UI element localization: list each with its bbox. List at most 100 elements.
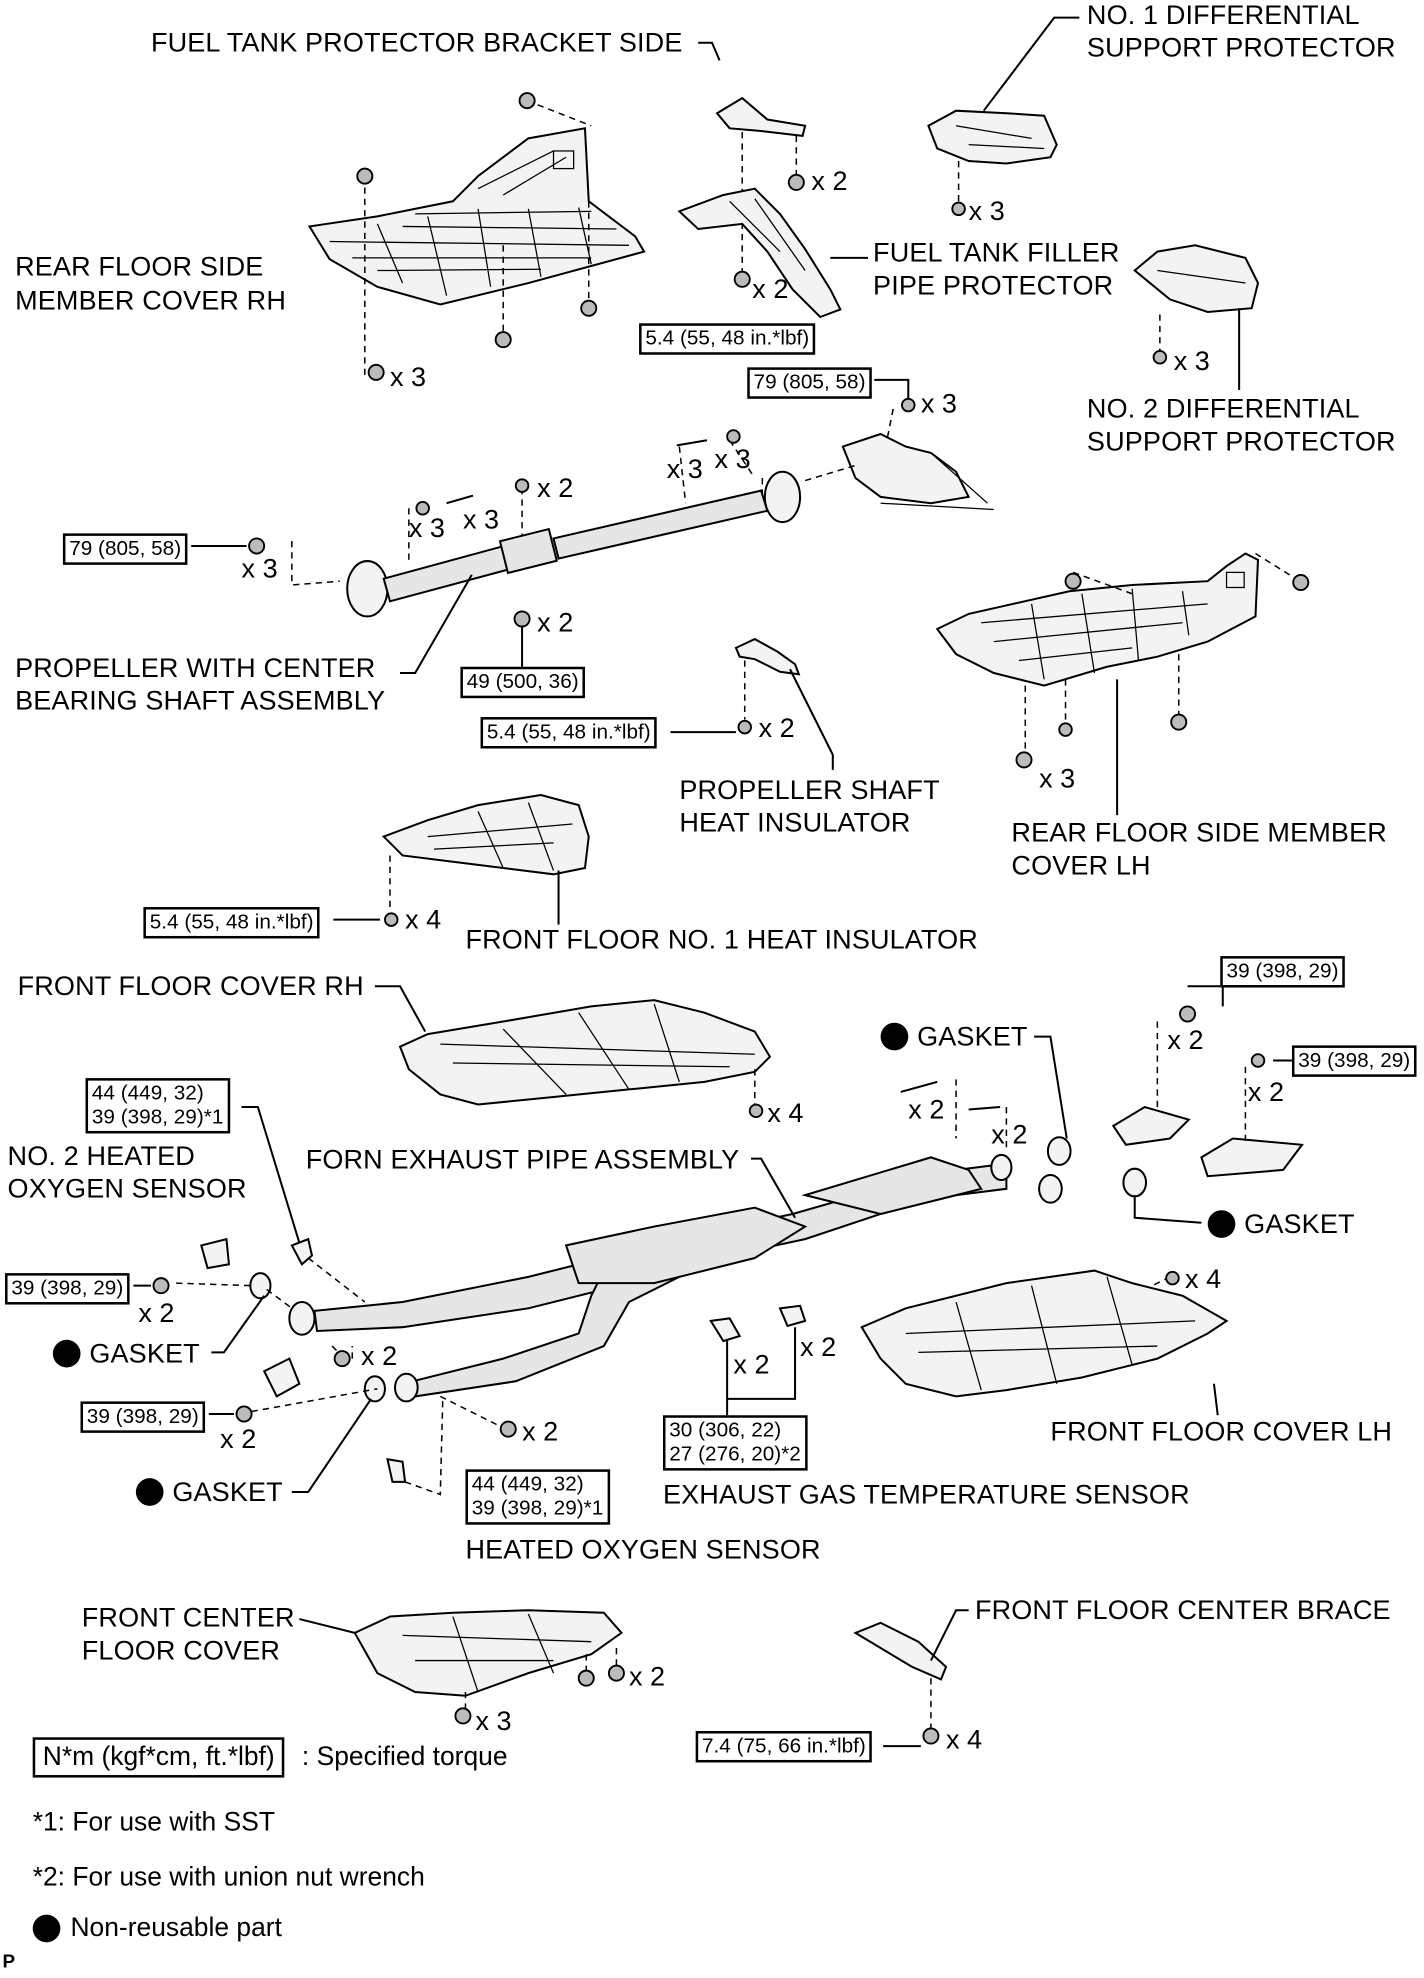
torque-left-flange-2: 39 (398, 29) — [80, 1401, 206, 1433]
torque-tailpipe-1: 39 (398, 29) — [1220, 956, 1345, 988]
legend-non-reusable: Non-reusable part — [70, 1913, 282, 1943]
label-propeller-shaft-assembly-l2: BEARING SHAFT ASSEMBLY — [15, 685, 386, 716]
rear-floor-side-member-cover-rh-part — [307, 127, 646, 306]
label-rear-floor-side-member-cover-lh-l2: COVER LH — [1011, 850, 1151, 881]
label-no2-heated-oxygen-sensor-l2: OXYGEN SENSOR — [7, 1173, 247, 1204]
label-fuel-tank-protector-bracket-side: FUEL TANK PROTECTOR BRACKET SIDE — [150, 27, 683, 58]
qty-diff-nuts: x 3 — [920, 388, 957, 419]
torque-propeller-front: 79 (805, 58) — [62, 533, 188, 565]
propeller-shaft-part — [346, 470, 802, 618]
non-reusable-mark-4 — [135, 1478, 164, 1506]
label-fuel-tank-filler-pipe-protector-l2: PIPE PROTECTOR — [873, 270, 1114, 301]
label-no1-diff-support-protector-l2: SUPPORT PROTECTOR — [1086, 32, 1396, 63]
qty-fflh-bolts: x 4 — [1185, 1264, 1222, 1295]
torque-tailpipe-2: 39 (398, 29) — [1291, 1045, 1417, 1077]
label-exhaust-gas-temperature-sensor: EXHAUST GAS TEMPERATURE SENSOR — [662, 1479, 1190, 1510]
torque-heated-oxygen-sensor-sst: 39 (398, 29)*1 — [471, 1497, 604, 1520]
qty-brace-bolts: x 4 — [946, 1724, 983, 1755]
label-gasket-1: GASKET — [917, 1021, 1028, 1052]
torque-exhaust-temp-sensor-std: 30 (306, 22) — [669, 1419, 782, 1442]
qty-exhaust-bolts-1: x 2 — [908, 1094, 945, 1125]
label-propeller-shaft-heat-insulator-l2: HEAT INSULATOR — [679, 807, 911, 838]
fuel-tank-filler-pipe-protector-part — [677, 187, 842, 319]
torque-center-brace: 7.4 (75, 66 in.*lbf) — [695, 1731, 873, 1763]
qty-center-cover-bolts-2: x 3 — [475, 1705, 512, 1737]
differential-housing-part — [841, 432, 994, 511]
qty-front-flange-nuts: x 3 — [241, 553, 278, 584]
label-gasket-4: GASKET — [172, 1476, 283, 1508]
front-floor-center-brace-part — [853, 1621, 948, 1681]
qty-front-washers: x 3 — [408, 513, 445, 544]
no2-heated-oxygen-sensor-part — [290, 1237, 314, 1266]
label-front-floor-center-brace: FRONT FLOOR CENTER BRACE — [974, 1595, 1391, 1626]
label-rear-floor-side-member-cover-rh-l1: REAR FLOOR SIDE — [15, 251, 264, 282]
qty-bracket-bolts: x 2 — [811, 166, 848, 197]
label-front-exhaust-pipe-assembly: FORN EXHAUST PIPE ASSEMBLY — [305, 1144, 740, 1175]
legend-note-1: *1: For use with SST — [32, 1807, 275, 1837]
torque-heat-insulator: 5.4 (55, 48 in.*lbf) — [143, 907, 320, 939]
qty-temp-sensor-2: x 2 — [800, 1332, 837, 1363]
qty-center-bearing-nuts: x 2 — [537, 473, 574, 504]
qty-left-flange-nuts-1: x 2 — [138, 1298, 175, 1329]
qty-exhaust-bolts-2: x 2 — [991, 1119, 1028, 1150]
label-no2-heated-oxygen-sensor-l1: NO. 2 HEATED — [7, 1141, 195, 1172]
label-front-floor-cover-rh: FRONT FLOOR COVER RH — [17, 971, 364, 1002]
label-rear-floor-side-member-cover-rh-l2: MEMBER COVER RH — [15, 285, 286, 316]
no1-differential-support-protector-part — [927, 109, 1058, 165]
label-fuel-tank-filler-pipe-protector-l1: FUEL TANK FILLER — [873, 237, 1120, 268]
torque-no2-oxygen-sensor-std: 44 (449, 32) — [91, 1081, 204, 1105]
qty-tailpipe-nuts-1: x 2 — [1167, 1025, 1204, 1056]
qty-no2-diff-bolts: x 3 — [1173, 345, 1210, 377]
front-floor-cover-lh-part — [860, 1269, 1229, 1398]
qty-manifold-bolts-1: x 2 — [361, 1341, 398, 1372]
non-reusable-mark-3 — [52, 1339, 81, 1368]
label-gasket-2: GASKET — [1244, 1208, 1355, 1240]
qty-tailpipe-nuts-2: x 2 — [1247, 1076, 1285, 1108]
label-front-floor-no1-heat-insulator: FRONT FLOOR NO. 1 HEAT INSULATOR — [465, 924, 978, 955]
fuel-tank-protector-bracket-part — [715, 96, 807, 137]
torque-no2-oxygen-sensor: 44 (449, 32) 39 (398, 29)*1 — [85, 1078, 230, 1134]
qty-ffcrh-bolts: x 4 — [767, 1098, 804, 1129]
label-front-center-floor-cover-l2: FLOOR COVER — [81, 1635, 281, 1666]
qty-filler-pipe-nuts: x 2 — [752, 274, 789, 305]
qty-rear-rh-bolts: x 3 — [389, 362, 427, 393]
front-center-floor-cover-part — [353, 1609, 623, 1697]
qty-rear-lh-bolts: x 3 — [1039, 763, 1076, 794]
legend-non-reusable-dot — [32, 1914, 61, 1943]
torque-left-flange-1: 39 (398, 29) — [5, 1273, 130, 1305]
qty-left-flange-nuts-2: x 2 — [220, 1424, 257, 1455]
front-floor-no1-heat-insulator-part — [381, 794, 590, 876]
torque-heated-oxygen-sensor: 44 (449, 32) 39 (398, 29)*1 — [465, 1469, 610, 1525]
non-reusable-mark-1 — [880, 1022, 909, 1051]
label-propeller-shaft-assembly-l1: PROPELLER WITH CENTER — [15, 652, 376, 684]
corner-mark: P — [2, 1951, 16, 1973]
label-no2-diff-support-protector-l2: SUPPORT PROTECTOR — [1086, 426, 1396, 457]
torque-center-bearing: 49 (500, 36) — [460, 666, 585, 699]
torque-shaft-insulator: 5.4 (55, 48 in.*lbf) — [480, 717, 657, 749]
rear-floor-side-member-cover-lh-part — [935, 552, 1260, 687]
label-gasket-3: GASKET — [89, 1338, 200, 1369]
propeller-shaft-heat-insulator-part — [734, 637, 801, 676]
legend-unit-box: N*m (kgf*cm, ft.*lbf) — [32, 1737, 285, 1778]
qty-temp-sensor-1: x 2 — [733, 1349, 770, 1381]
label-rear-floor-side-member-cover-lh-l1: REAR FLOOR SIDE MEMBER — [1011, 817, 1387, 848]
torque-exhaust-temp-sensor-union: 27 (276, 20)*2 — [669, 1442, 801, 1466]
qty-center-bearing-bolts: x 2 — [537, 607, 574, 638]
no2-differential-support-protector-part — [1133, 244, 1260, 314]
non-reusable-mark-2 — [1207, 1210, 1236, 1238]
qty-heat-insulator-nuts: x 4 — [405, 904, 442, 935]
qty-rear-bolts: x 3 — [666, 454, 703, 485]
label-front-center-floor-cover-l1: FRONT CENTER — [81, 1602, 295, 1633]
label-front-floor-cover-lh: FRONT FLOOR COVER LH — [1050, 1416, 1393, 1447]
qty-rear-washers: x 3 — [714, 444, 751, 475]
torque-no2-oxygen-sensor-sst: 39 (398, 29)*1 — [91, 1105, 224, 1129]
torque-diff-support: 79 (805, 58) — [747, 367, 872, 399]
legend-unit-desc: : Specified torque — [301, 1742, 508, 1772]
front-floor-cover-rh-part — [398, 999, 772, 1106]
label-propeller-shaft-heat-insulator-l1: PROPELLER SHAFT — [679, 774, 940, 806]
qty-manifold-bolts-2: x 2 — [522, 1416, 559, 1447]
torque-heated-oxygen-sensor-std: 44 (449, 32) — [471, 1473, 584, 1496]
torque-filler-pipe: 5.4 (55, 48 in.*lbf) — [639, 323, 816, 355]
